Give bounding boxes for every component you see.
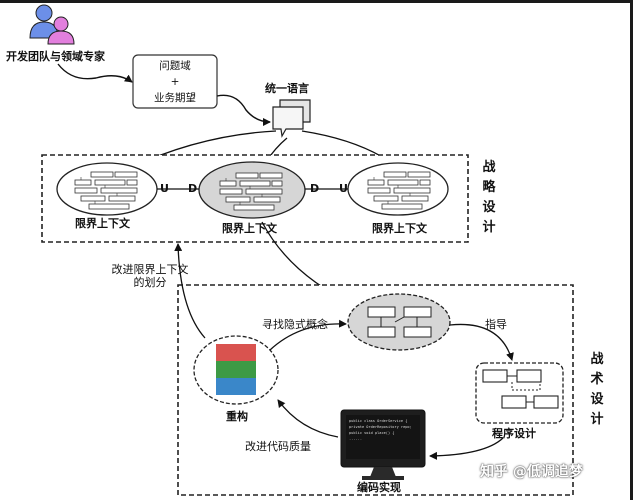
domain-model-ellipse [347, 293, 451, 351]
relation-d-right: D [310, 182, 320, 195]
code-line: ...... [349, 437, 362, 441]
find-concepts-label: 寻找隐式概念 [262, 318, 328, 331]
relation-u-left: U [160, 182, 169, 195]
right-border [630, 0, 633, 500]
context-middle [198, 161, 306, 219]
improve-context-arrow [174, 243, 206, 339]
program-design-label: 程序设计 [492, 427, 536, 440]
improve-quality-arrow [277, 399, 339, 438]
context-right-label: 限界上下文 [372, 222, 427, 235]
find-concepts-arrow [269, 319, 347, 351]
guide-arrow [449, 323, 514, 361]
context-left [56, 162, 158, 216]
context-right [347, 162, 449, 216]
problem-box-text: 问题域 + 业务期望 [133, 58, 217, 106]
improve-context-label: 改进限界上下文 的划分 [100, 263, 200, 289]
improve-context-line1: 改进限界上下文 [111, 263, 189, 276]
watermark: 知乎 @低调追梦 [480, 464, 583, 480]
team-to-problem-arrow [57, 63, 133, 83]
team-label: 开发团队与领域专家 [6, 50, 105, 63]
top-border [0, 0, 633, 3]
problem-box-line1: 问题域 [159, 60, 191, 72]
context-middle-label: 限界上下文 [222, 222, 277, 235]
problem-box-line3: 业务期望 [154, 92, 196, 104]
person-pink-icon [47, 16, 75, 45]
refactor-label: 重构 [226, 410, 248, 423]
design-to-code-arrow [429, 437, 504, 460]
strategic-design-label: 战略设计 [482, 160, 496, 235]
improve-context-line2: 的划分 [133, 276, 167, 289]
problem-to-language-arrow [216, 94, 271, 126]
monitor-icon [340, 409, 426, 480]
tactical-design-label: 战术设计 [590, 352, 604, 427]
refactor-ellipse [193, 335, 279, 405]
program-design-box [475, 362, 564, 424]
relation-u-right: U [339, 182, 348, 195]
code-line: public void place() { [349, 431, 395, 435]
guide-label: 指导 [485, 318, 507, 331]
ubiquitous-language-label: 统一语言 [265, 82, 309, 95]
improve-quality-label: 改进代码质量 [245, 440, 311, 453]
coding-label: 编码实现 [357, 481, 401, 494]
code-line: private OrderRepository repo; [349, 425, 412, 429]
problem-box-line2: + [170, 76, 180, 88]
context-left-label: 限界上下文 [75, 217, 130, 230]
code-line: public class OrderService { [349, 419, 408, 423]
code-snippet: public class OrderService { private Orde… [349, 418, 419, 442]
speech-bubbles-icon [272, 99, 311, 138]
relation-d-left: D [188, 182, 198, 195]
problem-box [132, 54, 218, 109]
